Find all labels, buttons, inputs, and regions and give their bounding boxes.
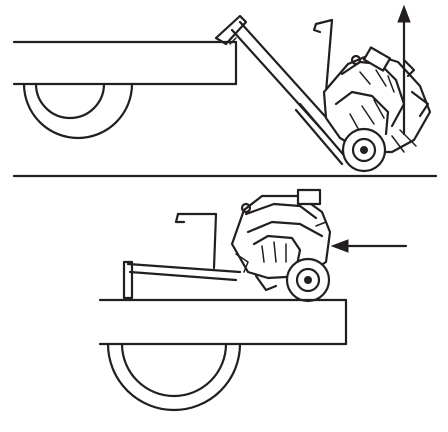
trailer-wheel-bottom bbox=[106, 342, 242, 412]
trailer-wheel-top bbox=[22, 82, 134, 140]
arrow-left-icon bbox=[330, 239, 408, 253]
trailer-bed-top bbox=[12, 40, 238, 86]
arrow-up-icon bbox=[397, 4, 411, 136]
panel-push-mower-onto-bed bbox=[98, 188, 408, 412]
panel-tilt-mower-up bbox=[12, 4, 438, 178]
mower-tilted bbox=[214, 14, 432, 173]
trailer-bed-bottom bbox=[98, 298, 348, 346]
mower-on-bed bbox=[122, 188, 332, 303]
